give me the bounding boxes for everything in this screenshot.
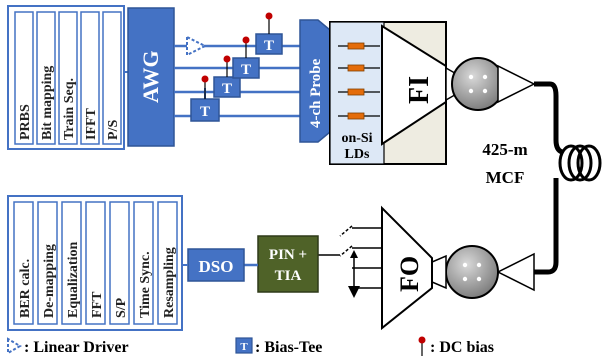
ld-4 (347, 112, 365, 120)
core-dot (482, 88, 488, 94)
mcf-spool-icon (558, 144, 602, 182)
pin-tia-box (257, 235, 319, 293)
ld-2 (347, 64, 365, 72)
dso-block: DSO (187, 248, 245, 282)
rx-dsp-label-de-mapping: De-mapping (42, 244, 57, 318)
tx-dsp-block-4 (102, 11, 122, 145)
legend: : Linear Driver T : Bias-Tee : DC bias (7, 336, 494, 356)
core-dot (462, 262, 468, 268)
rx-dsp-label-sp: S/P (114, 297, 129, 318)
bias-tee-1-label: T (264, 38, 274, 54)
tx-dsp-block-3 (80, 11, 100, 145)
awg-box (127, 7, 175, 147)
rx-dsp-label-time-sync: Time Sync. (138, 251, 153, 318)
lds-label-line1: on-Si (341, 131, 372, 146)
dc-bias-2-icon (242, 36, 250, 44)
tx-dsp-label-bit-mapping: Bit mapping (40, 66, 55, 140)
lds-label-line2: LDs (345, 147, 370, 162)
legend-dc-bias-label: : DC bias (430, 339, 494, 356)
chip-package: on-Si LDs FI (329, 21, 447, 165)
mcf-core-tx-icon (451, 57, 505, 111)
fo-label: FO (395, 256, 424, 292)
fiber-switch-icon (339, 225, 353, 257)
fo-connector (431, 254, 447, 290)
core-dot (462, 276, 468, 282)
core-dot (482, 74, 488, 80)
bias-tee-2-label: T (241, 62, 251, 78)
bias-tee-3-label: T (222, 81, 232, 97)
ld-1 (347, 42, 365, 50)
mcf-label-line2: MCF (486, 168, 525, 187)
legend-dc-bias-icon (418, 336, 426, 344)
rx-dsp-group: BER calc. De-mapping Equalization FFT S/… (7, 195, 183, 331)
dc-bias-1-icon (265, 12, 273, 20)
probe-label: 4-ch Probe (308, 58, 324, 128)
tx-dsp-label-ifft: IFFT (84, 107, 99, 140)
tx-dsp-label-prbs: PRBS (18, 104, 33, 140)
core-dot (468, 88, 474, 94)
fan-in-device (381, 24, 447, 146)
tx-dsp-label-train-seq: Train Seq. (62, 78, 77, 140)
rx-dsp-block-0 (13, 201, 34, 325)
rx-dsp-block-2 (61, 201, 82, 325)
tx-dsp-label-ps: P/S (106, 120, 121, 140)
dc-bias-4-icon (201, 75, 209, 83)
fo-output-fibers (318, 225, 382, 298)
legend-bias-tee-label: : Bias-Tee (255, 339, 322, 356)
bias-tee-4-label: T (200, 104, 210, 120)
fi-label: FI (404, 76, 435, 104)
linear-driver-icon (186, 35, 208, 57)
dc-bias-3-icon (223, 55, 231, 63)
legend-bias-tee-icon (235, 337, 253, 354)
rx-dsp-block-4 (109, 201, 130, 325)
mcf-fiber-entry (553, 139, 564, 155)
legend-linear-driver-icon (7, 337, 22, 355)
mcf-fiber-top (534, 81, 559, 140)
rx-dsp-label-resampling: Resampling (162, 247, 177, 318)
pin-tia-block: PIN + TIA (257, 235, 319, 293)
fiber-select-arrowhead-up (350, 250, 358, 258)
core-dot (476, 262, 482, 268)
mcf-core-rx-icon (445, 245, 499, 299)
ld-3 (347, 88, 365, 96)
tx-dsp-group: PRBS Bit mapping Train Seq. IFFT P/S (7, 5, 125, 150)
bias-tees: T T T T (190, 12, 283, 122)
rx-dsp-label-equalization: Equalization (66, 242, 81, 318)
awg-block: AWG (127, 7, 175, 147)
mcf-label-line1: 425-m (482, 140, 527, 159)
pin-tia-label-line1: PIN + (269, 247, 307, 263)
fan-out-device (381, 205, 433, 331)
legend-bias-tee-icon-label: T (240, 341, 248, 353)
core-dot (468, 74, 474, 80)
mcf-taper-tx (497, 64, 536, 104)
awg-label: AWG (138, 50, 163, 103)
tx-dsp-block-0 (14, 11, 34, 145)
dso-label: DSO (199, 257, 234, 276)
mcf-taper-rx (496, 252, 535, 292)
tx-dsp-block-1 (36, 11, 56, 145)
legend-linear-driver-label: : Linear Driver (24, 339, 129, 356)
probe-block: 4-ch Probe (299, 19, 331, 143)
rx-dsp-block-5 (133, 201, 154, 325)
pin-tia-label-line2: TIA (275, 268, 302, 284)
mcf-fiber-bottom (534, 178, 559, 275)
tx-dsp-block-2 (58, 11, 78, 145)
rx-dsp-block-1 (37, 201, 58, 325)
rx-dsp-block-6 (157, 201, 178, 325)
rx-dsp-label-fft: FFT (90, 291, 105, 318)
rx-dsp-label-ber-calc: BER calc. (18, 259, 33, 318)
rx-dsp-block-3 (85, 201, 106, 325)
core-dot (476, 276, 482, 282)
